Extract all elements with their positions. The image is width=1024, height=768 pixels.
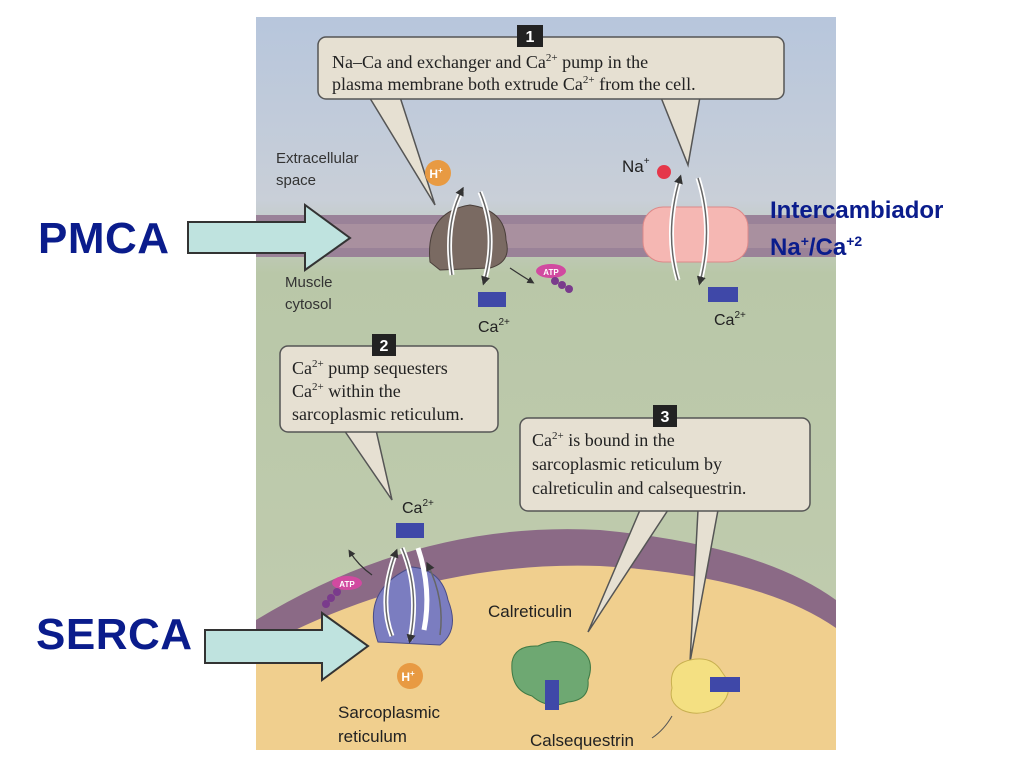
svg-text:H+: H+ xyxy=(429,166,443,181)
h-plus-icon-serca: H+ xyxy=(397,663,423,689)
extracellular-label: Extracellular space xyxy=(276,150,363,189)
atp-icon-serca: ATP xyxy=(322,576,362,608)
calsequestrin-pointer xyxy=(651,715,673,739)
step-1-line-1: Na–Ca and exchanger and Ca2+ pump in the xyxy=(332,52,648,72)
svg-text:ATP: ATP xyxy=(339,580,355,589)
step-2-badge xyxy=(372,334,396,356)
ca-ion-icon-calsequestrin xyxy=(710,677,740,692)
sarcoplasmic-reticulum-label: Sarcoplasmic reticulum xyxy=(338,703,445,746)
atp-icon: ATP xyxy=(509,264,573,293)
exchanger-label-line-1: Intercambiador xyxy=(770,197,944,224)
step-1-number: 1 xyxy=(526,29,535,46)
ca-ion-icon-exchanger xyxy=(708,287,738,302)
exchanger-label: Intercambiador Na+/Ca+2 xyxy=(770,196,943,263)
serca-label: SERCA xyxy=(36,610,193,659)
ca-label-exchanger: Ca2+ xyxy=(714,310,746,329)
exchanger-label-line-2: Na+/Ca+2 xyxy=(770,233,863,261)
step-3-line-2: sarcoplasmic reticulum by xyxy=(532,454,722,474)
svg-text:ATP: ATP xyxy=(543,268,559,277)
calsequestrin-label: Calsequestrin xyxy=(530,731,634,750)
pmca-pointer-arrow xyxy=(187,203,352,272)
step-2-line-2: Ca2+ within the xyxy=(292,381,401,401)
calreticulin-label: Calreticulin xyxy=(488,602,572,621)
h-plus-icon: H+ xyxy=(425,160,451,186)
pmca-label: PMCA xyxy=(38,214,170,263)
ca-label-serca: Ca2+ xyxy=(402,498,434,517)
step-2-number: 2 xyxy=(380,338,389,355)
na-ca-exchanger-icon xyxy=(642,174,749,286)
pmca-pump-icon xyxy=(429,186,508,286)
step-3-line-1: Ca2+ is bound in the xyxy=(532,430,675,450)
step-1-callout: 1 Na–Ca and exchanger and Ca2+ pump in t… xyxy=(317,25,785,206)
serca-pump-icon xyxy=(348,547,453,646)
cytosol-label: Muscle cytosol xyxy=(285,274,337,313)
step-3-number: 3 xyxy=(661,409,670,426)
ca-ion-icon-serca xyxy=(396,523,424,538)
serca-pointer-arrow xyxy=(204,611,370,682)
step-1-badge xyxy=(517,25,543,47)
step-2-callout: 2 Ca2+ pump sequesters Ca2+ within the s… xyxy=(279,334,499,501)
step-3-badge xyxy=(653,405,677,427)
calreticulin-icon xyxy=(511,641,591,706)
step-2-line-1: Ca2+ pump sequesters xyxy=(292,358,448,378)
ca-ion-icon xyxy=(478,292,506,307)
ca-label-pmca: Ca2+ xyxy=(478,317,510,336)
step-1-line-2: plasma membrane both extrude Ca2+ from t… xyxy=(332,74,696,94)
step-2-line-3: sarcoplasmic reticulum. xyxy=(292,404,464,424)
svg-text:Na+: Na+ xyxy=(622,156,650,176)
na-plus-icon: Na+ xyxy=(622,156,671,179)
step-3-line-3: calreticulin and calsequestrin. xyxy=(532,478,746,498)
step-3-callout: 3 Ca2+ is bound in the sarcoplasmic reti… xyxy=(519,405,811,663)
svg-text:H+: H+ xyxy=(401,669,415,684)
ca-ion-icon-calreticulin xyxy=(545,680,559,710)
